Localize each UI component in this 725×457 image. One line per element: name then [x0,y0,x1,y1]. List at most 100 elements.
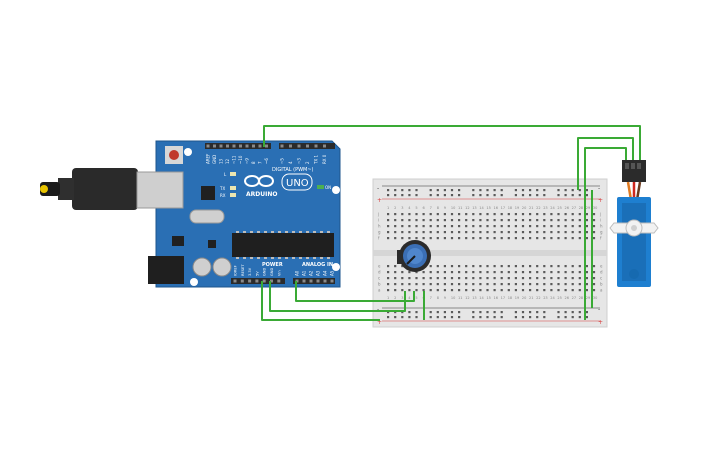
breadboard-hole[interactable] [394,219,397,222]
breadboard-hole[interactable] [472,289,475,292]
breadboard-hole[interactable] [500,231,503,234]
breadboard-hole[interactable] [585,289,588,292]
breadboard-hole[interactable] [458,225,461,228]
header-pin[interactable] [314,144,318,148]
breadboard-hole[interactable] [394,271,397,274]
breadboard-hole[interactable] [472,219,475,222]
breadboard-hole[interactable] [529,237,532,240]
breadboard-hole[interactable] [472,231,475,234]
rail-hole[interactable] [578,316,581,319]
breadboard-hole[interactable] [493,277,496,280]
breadboard-hole[interactable] [429,265,432,268]
breadboard-hole[interactable] [543,231,546,234]
rail-hole[interactable] [408,311,411,314]
breadboard-hole[interactable] [422,283,425,286]
breadboard-hole[interactable] [514,271,517,274]
breadboard-hole[interactable] [500,289,503,292]
rail-hole[interactable] [450,311,454,314]
breadboard-hole[interactable] [465,237,468,240]
breadboard-hole[interactable] [543,277,546,280]
breadboard-hole[interactable] [443,213,446,216]
rail-hole[interactable] [557,189,560,192]
rail-hole[interactable] [571,316,574,319]
breadboard-hole[interactable] [514,219,517,222]
rail-hole[interactable] [450,316,454,319]
breadboard-hole[interactable] [443,231,446,234]
breadboard-hole[interactable] [465,225,468,228]
breadboard-hole[interactable] [415,289,418,292]
breadboard-hole[interactable] [472,265,475,268]
rail-hole[interactable] [387,189,390,192]
breadboard-hole[interactable] [564,213,567,216]
breadboard-hole[interactable] [479,231,482,234]
rail-hole[interactable] [472,311,475,314]
breadboard-hole[interactable] [514,289,517,292]
rail-hole[interactable] [408,194,411,197]
breadboard-hole[interactable] [564,219,567,222]
breadboard-hole[interactable] [472,277,475,280]
breadboard-hole[interactable] [387,219,390,222]
breadboard-hole[interactable] [507,271,510,274]
breadboard-hole[interactable] [394,231,397,234]
breadboard-hole[interactable] [571,265,574,268]
breadboard-hole[interactable] [450,265,454,268]
breadboard-hole[interactable] [493,283,496,286]
header-pin[interactable] [323,279,327,283]
breadboard-hole[interactable] [521,271,525,274]
breadboard-hole[interactable] [443,225,446,228]
breadboard-hole[interactable] [578,277,581,280]
breadboard-hole[interactable] [458,265,461,268]
breadboard-hole[interactable] [500,237,503,240]
breadboard-hole[interactable] [422,231,425,234]
breadboard-hole[interactable] [550,219,553,222]
breadboard-hole[interactable] [401,237,404,240]
breadboard-hole[interactable] [536,213,539,216]
breadboard-hole[interactable] [592,271,596,274]
rail-hole[interactable] [443,194,446,197]
breadboard-hole[interactable] [394,277,397,280]
rail-hole[interactable] [436,316,439,319]
breadboard-hole[interactable] [500,225,503,228]
breadboard-hole[interactable] [585,237,588,240]
breadboard-hole[interactable] [401,219,404,222]
breadboard-hole[interactable] [514,213,517,216]
breadboard-hole[interactable] [585,271,588,274]
breadboard-hole[interactable] [387,265,390,268]
breadboard-hole[interactable] [543,265,546,268]
breadboard-hole[interactable] [415,219,418,222]
header-pin[interactable] [309,279,313,283]
rail-hole[interactable] [585,316,588,319]
rail-hole[interactable] [578,189,581,192]
rail-hole[interactable] [458,194,461,197]
breadboard-hole[interactable] [564,265,567,268]
breadboard-hole[interactable] [472,237,475,240]
breadboard-hole[interactable] [521,213,525,216]
rail-hole[interactable] [500,316,503,319]
breadboard-hole[interactable] [557,219,560,222]
breadboard-hole[interactable] [507,219,510,222]
breadboard-hole[interactable] [450,289,454,292]
breadboard-hole[interactable] [500,213,503,216]
breadboard-hole[interactable] [486,225,489,228]
breadboard-hole[interactable] [529,283,532,286]
breadboard-hole[interactable] [493,213,496,216]
breadboard-hole[interactable] [578,289,581,292]
breadboard-hole[interactable] [557,271,560,274]
breadboard-hole[interactable] [458,237,461,240]
rail-hole[interactable] [514,311,517,314]
breadboard-hole[interactable] [458,213,461,216]
breadboard-hole[interactable] [429,283,432,286]
breadboard-hole[interactable] [536,283,539,286]
breadboard-hole[interactable] [479,219,482,222]
rail-hole[interactable] [479,316,482,319]
rail-hole[interactable] [443,316,446,319]
breadboard-hole[interactable] [408,219,411,222]
breadboard-hole[interactable] [450,237,454,240]
breadboard-hole[interactable] [408,283,411,286]
header-pin[interactable] [270,279,273,283]
rail-hole[interactable] [529,194,532,197]
rail-hole[interactable] [415,194,418,197]
rail-hole[interactable] [458,316,461,319]
header-pin[interactable] [277,279,281,283]
